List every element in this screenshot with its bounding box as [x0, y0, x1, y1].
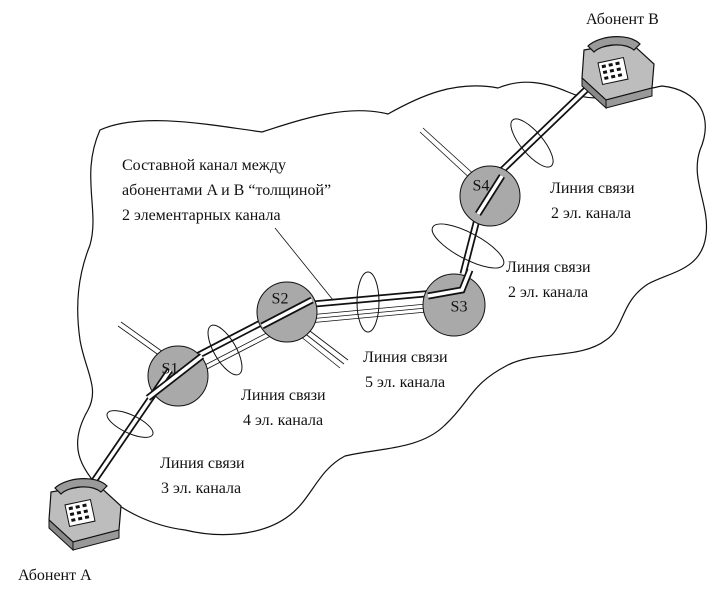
- link-label-s4-b-line2: 2 эл. канала: [551, 205, 631, 222]
- composite-channel-line1: Составной канал между: [122, 157, 286, 174]
- node-label-s4: S4: [473, 178, 490, 195]
- link-label-s2-s3-line2: 5 эл. канала: [365, 374, 445, 391]
- link-ellipse-s3-s4: [431, 223, 505, 269]
- telephone-a-icon: [48, 478, 122, 552]
- route-over-nodes: [145, 174, 505, 401]
- link-ellipse-s4-b: [510, 118, 554, 168]
- link-label-s1-s2-line1: Линия связи: [241, 387, 326, 404]
- node-label-s1: S1: [162, 361, 179, 378]
- link-label-s3-s4-line1: Линия связи: [506, 259, 591, 276]
- subscriber-a-label: Абонент A: [18, 567, 92, 584]
- composite-channel-line3: 2 элементарных канала: [122, 207, 281, 224]
- link-ellipse-s2-s3: [356, 271, 380, 333]
- caption-pointer: [274, 227, 334, 301]
- link-label-a-s1-line1: Линия связи: [160, 455, 245, 472]
- link-label-s4-b-line1: Линия связи: [550, 180, 635, 197]
- telephone-b-icon: [581, 36, 655, 110]
- link-ellipses: [106, 118, 554, 438]
- link-label-s1-s2-line2: 4 эл. канала: [243, 412, 323, 429]
- link-ellipse-a-s1: [106, 410, 154, 438]
- node-s3: [422, 273, 486, 337]
- link-label-a-s1-line2: 3 эл. канала: [161, 480, 241, 497]
- network-cloud: [77, 81, 708, 536]
- node-label-s2: S2: [272, 291, 289, 308]
- link-label-s2-s3-line1: Линия связи: [363, 349, 448, 366]
- composite-channel-line2: абонентами A и B “толщиной”: [122, 182, 331, 199]
- subscriber-b-label: Абонент B: [586, 11, 659, 28]
- route-cables: [89, 79, 597, 486]
- link-label-s3-s4-line2: 2 эл. канала: [508, 284, 588, 301]
- link-ellipse-s1-s2: [207, 324, 243, 376]
- node-label-s3: S3: [451, 299, 468, 316]
